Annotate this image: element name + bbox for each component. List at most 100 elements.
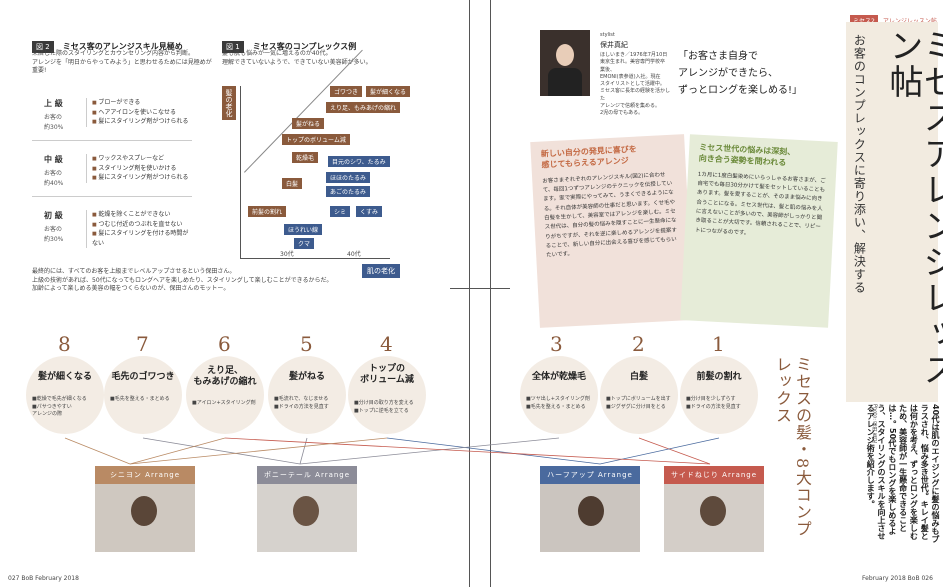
complex-title: 前髪の割れ: [696, 372, 742, 382]
section-tag: ミセス2 アレンジレッスン帖: [850, 8, 938, 26]
complex-desc: ■アイロン+スタイリング剤: [192, 400, 256, 406]
complex-number: 3: [550, 332, 563, 356]
footer-left: 027 BoB February 2018: [8, 575, 79, 582]
tier-item: 髪にスタイリング剤がつけられる: [92, 117, 188, 127]
tier-pct: 約40%: [44, 180, 64, 187]
complex-circle: 毛先のゴワつき ■毛先を整える・まとめる: [104, 356, 182, 434]
complaint-chip-hair: ゴワつき: [330, 86, 363, 97]
complex-number: 2: [632, 332, 645, 356]
complaint-chip-hair: トップのボリューム減: [282, 134, 350, 145]
fig2-tier-table: 上 級 お客の 約30% ブローができる ヘアアイロンを使いこなせる 髪にスタイ…: [32, 86, 192, 254]
tier-label: 初 級: [44, 211, 63, 220]
complex-circle: 前髪の割れ ■分け目を少しずらす ■ドライの方法を見直す: [680, 356, 758, 434]
tier-label: 中 級: [44, 155, 63, 164]
crop-mark: [450, 288, 510, 289]
complaint-chip-hair: 髪が細くなる: [366, 86, 411, 97]
note-card: ミセス世代の悩みは深刻、 向き合う姿勢を問われる 1カ月に1度白髪染めにいらっし…: [680, 134, 838, 328]
complex-circle: 全体が乾燥毛 ■ツヤ出し+スタイリング剤 ■毛先を整える・まとめる: [520, 356, 598, 434]
note-title: ミセス世代の悩みは深刻、 向き合う姿勢を問われる: [698, 142, 796, 168]
complex-desc: ■トップにボリュームを出す ■ジグザグに分け目をとる: [606, 396, 671, 410]
tier-items: 乾燥を除くことができない つむじ付近のつぶれを直せない 髪にスタイリングを付ける…: [86, 210, 192, 249]
complaint-chip-hair: 白髪: [282, 178, 303, 189]
lead-text: 40代は肌のエイジングに髪の悩みもプラスされ、悩み多き世代。キレイ髪とは何かを考…: [866, 404, 940, 544]
complex-desc: ■毛流れで、なじませる ■ドライの方法を見直す: [274, 396, 329, 410]
fig1-chart: 髪の老化 30代 40代 肌の老化 ゴワつき 髪が細くなる えり足、もみあげの縮…: [222, 49, 422, 280]
arrange-photo: [664, 484, 764, 552]
complex-title: 全体が乾燥毛: [531, 372, 586, 382]
tier-item: つむじ付近のつぶれを直せない: [92, 220, 192, 230]
fig2-header: 図 2 ミセス客のアレンジスキル見極め: [32, 34, 183, 53]
arrange-label: ハーフアップ Arrange: [540, 466, 640, 484]
complex-desc: ■分け目の取り方を変える ■トップに逆毛を立てる: [354, 400, 414, 414]
complaint-chip-skin: 目元のシワ、たるみ: [328, 156, 390, 167]
complaint-chip-hair: 前髪の割れ: [248, 206, 287, 217]
complex-desc: ■ツヤ出し+スタイリング剤 ■毛先を整える・まとめる: [526, 396, 590, 410]
complaint-chip-skin: シミ: [330, 206, 351, 217]
tier-items: ワックスやスプレーなど スタイリング剤を使いかける 髪にスタイリング剤がつけられ…: [86, 154, 188, 183]
complaint-chip-hair: 髪がねる: [292, 118, 325, 129]
complaint-chip-skin: ほうれい線: [284, 224, 323, 235]
fig1-header: 図 1 ミセス客のコンプレックス例: [222, 34, 356, 53]
quote: 「お客さま自身で アレンジができたら、 ずっとロングを楽しめる!」: [678, 51, 803, 96]
complex-title: 毛先のゴワつき: [111, 372, 175, 382]
complex-circle: 髪が細くなる ■乾燥で毛先が細くなる ■パサつきやすい アレンジの際: [26, 356, 104, 434]
title-panel: ミセスアレンジレッスン帖 お客のコンプレックスに寄り添い、解決する: [846, 22, 943, 402]
profile-role: stylist: [600, 32, 615, 38]
model-head: [293, 496, 319, 526]
tier-pct: 約30%: [44, 236, 64, 243]
kicker: お客のコンプレックスに寄り添い、解決する: [852, 34, 867, 294]
tier-item: ワックスやスプレーなど: [92, 154, 188, 164]
complex-desc: ■乾燥で毛先が細くなる ■パサつきやすい アレンジの際: [32, 396, 87, 417]
tier-sub: お客の: [44, 114, 63, 121]
arrange-photo: [257, 484, 357, 552]
complaint-chip-skin: くすみ: [356, 206, 383, 217]
model-head: [700, 496, 726, 526]
stylist-photo: [540, 30, 590, 96]
tier-sub: お客の: [44, 170, 63, 177]
complex-title: えり足、 もみあげの縮れ: [193, 366, 257, 388]
arrange-label: サイドねじり Arrange: [664, 466, 764, 484]
complex-desc: ■毛先を整える・まとめる: [110, 396, 170, 402]
model-head: [131, 496, 157, 526]
tier-items: ブローができる ヘアアイロンを使いこなせる 髪にスタイリング剤がつけられる: [86, 98, 188, 127]
complexes-band: 8 髪が細くなる ■乾燥で毛先が細くなる ■パサつきやすい アレンジの際 7 毛…: [0, 326, 846, 556]
note-title: 新しい自分の発見に喜びを 感じてもらえるアレンジ: [540, 144, 637, 170]
tier-item: 乾燥を除くことができない: [92, 210, 192, 220]
arrange-photo: [95, 484, 195, 552]
tier-sub: お客の: [44, 226, 63, 233]
complex-circle: トップの ボリューム減 ■分け目の取り方を変える ■トップに逆毛を立てる: [348, 356, 426, 434]
complex-circle: 髪がねる ■毛流れで、なじませる ■ドライの方法を見直す: [268, 356, 346, 434]
tier-item: ブローができる: [92, 98, 188, 108]
tier-item: 髪にスタイリング剤がつけられる: [92, 173, 188, 183]
fig1-intro: 髪も肌も悩みが一気に増えるのが40代。 理解できていないようで、できていない美容…: [222, 50, 372, 66]
page-gutter: [469, 0, 470, 587]
fig2-intro: 来店した際のスタイリングとカウンセリング内容から判断。 アレンジを「明日からやっ…: [32, 50, 212, 75]
byline: Photo: 保田 真紀: [871, 404, 878, 444]
complex-heading: ミセスの髪・8大コンプレックス: [773, 356, 812, 538]
fig1-title: ミセス客のコンプレックス例: [252, 42, 357, 51]
fig2-outro: 最終的には、すべてのお客を上級までレベルアップさせるという保田さん。 上級の技術…: [32, 268, 333, 293]
fig1-x-label: 肌の老化: [362, 264, 400, 278]
complaint-chip-hair: 乾燥毛: [292, 152, 319, 163]
fig1-x-axis: [240, 258, 390, 259]
tier-item: スタイリング剤を使いかける: [92, 164, 188, 174]
section-tag-right: アレンジレッスン帖: [883, 18, 937, 25]
stylist-body: [548, 68, 582, 96]
fig1-x-tick: 40代: [347, 251, 361, 258]
big-title: ミセスアレンジレッスン帖: [883, 28, 943, 388]
complex-circle: 白髪 ■トップにボリュームを出す ■ジグザグに分け目をとる: [600, 356, 678, 434]
complex-title: 髪がねる: [288, 372, 325, 382]
profile-bio: ほしいまき／1976年7月10日 東京生まれ。美容専門学校卒業後、 EMONI(…: [600, 52, 671, 116]
complex-number: 8: [58, 332, 71, 356]
stylist-face: [556, 44, 574, 66]
fig2-title: ミセス客のアレンジスキル見極め: [62, 42, 183, 51]
complex-circle: えり足、 もみあげの縮れ ■アイロン+スタイリング剤: [186, 356, 264, 434]
note-body: 1カ月に1度白髪染めにいらっしゃるお客さまが、ご自宅でも毎日30分かけて髪をセッ…: [694, 171, 826, 237]
complaint-chip-skin: ほほのたるみ: [326, 172, 371, 183]
complaint-chip-skin: あごのたるみ: [326, 186, 371, 197]
note-card: 新しい自分の発見に喜びを 感じてもらえるアレンジ お客さまそれぞれのアレンジスキ…: [530, 134, 694, 328]
complex-number: 7: [136, 332, 149, 356]
complaint-chip-skin: クマ: [294, 238, 315, 249]
complex-number: 5: [300, 332, 313, 356]
complex-title: 髪が細くなる: [37, 372, 92, 382]
